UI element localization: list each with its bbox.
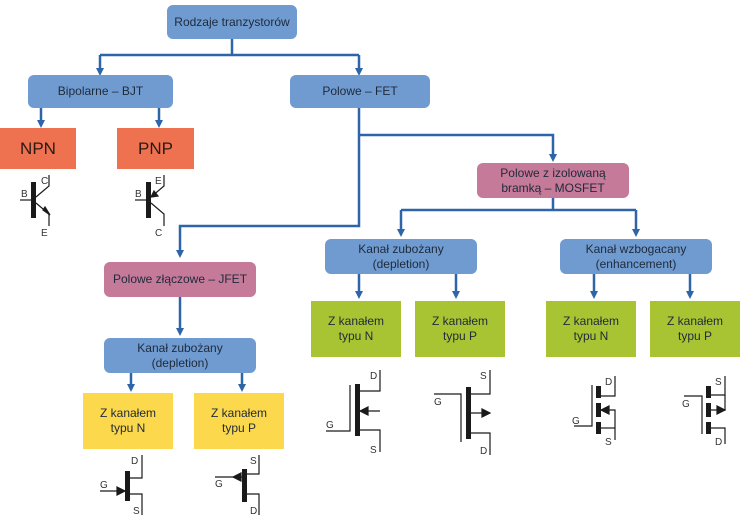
jfet-p-symbol-icon: S G D xyxy=(215,455,260,517)
jfet-p-label-d: D xyxy=(250,506,257,517)
node-jfet-depletion: Kanał zubożany (depletion) xyxy=(104,338,256,373)
mos-dep-p-symbol-icon: S G D xyxy=(434,370,492,457)
jfet-n-label-s: S xyxy=(133,506,140,517)
jfet-n-symbol-icon: D G S xyxy=(100,455,143,517)
node-mos-enh-n: Z kanałem typu N xyxy=(546,301,636,357)
node-bjt: Bipolarne – BJT xyxy=(28,75,173,108)
connector-fet-mosfet xyxy=(359,133,557,162)
jfet-n-label-g: G xyxy=(100,480,108,491)
mos-dep-n-symbol-icon: D G S xyxy=(326,370,381,456)
mos-enh-p-label-s: S xyxy=(715,377,722,388)
node-jfet-p: Z kanałem typu P xyxy=(194,393,284,449)
npn-label-b: B xyxy=(21,189,28,200)
mos-enh-n-label-g: G xyxy=(572,416,580,427)
mos-enh-n-label-d: D xyxy=(605,377,612,388)
pnp-label-b: B xyxy=(135,189,142,200)
node-root: Rodzaje tranzystorów xyxy=(167,5,297,39)
jfet-p-label-s: S xyxy=(250,456,257,467)
node-mos-enhancement: Kanał wzbogacany (enhancement) xyxy=(560,239,712,274)
node-mos-dep-n: Z kanałem typu N xyxy=(311,301,401,357)
node-jfet: Polowe złączowe – JFET xyxy=(104,262,256,297)
node-mosfet: Polowe z izolowaną bramką – MOSFET xyxy=(477,163,629,198)
mos-enh-n-symbol-icon: D G S xyxy=(572,376,616,448)
pnp-label-c: C xyxy=(155,228,162,239)
mos-dep-p-label-s: S xyxy=(480,371,487,382)
symbols: B C E B E C D G S xyxy=(20,175,727,517)
connectors xyxy=(37,38,694,392)
node-jfet-n: Z kanałem typu N xyxy=(83,393,173,449)
mos-dep-n-label-g: G xyxy=(326,420,334,431)
node-mos-enh-p: Z kanałem typu P xyxy=(650,301,740,357)
mos-dep-n-label-d: D xyxy=(370,371,377,382)
mos-dep-n-label-s: S xyxy=(370,445,377,456)
mos-enh-p-symbol-icon: S G D xyxy=(682,376,727,448)
npn-symbol-icon: B C E xyxy=(20,175,51,239)
npn-label-c: C xyxy=(41,176,48,187)
mos-dep-p-label-g: G xyxy=(434,397,442,408)
jfet-p-label-g: G xyxy=(215,479,223,490)
mos-dep-p-label-d: D xyxy=(480,446,487,457)
node-mos-depletion: Kanał zubożany (depletion) xyxy=(325,239,477,274)
pnp-label-e: E xyxy=(155,176,162,187)
npn-label-e: E xyxy=(41,228,48,239)
node-pnp: PNP xyxy=(117,128,194,169)
node-npn: NPN xyxy=(0,128,76,169)
pnp-symbol-icon: B E C xyxy=(135,175,165,239)
node-fet: Polowe – FET xyxy=(290,75,430,108)
mos-enh-n-label-s: S xyxy=(605,437,612,448)
mos-enh-p-label-d: D xyxy=(715,437,722,448)
jfet-n-label-d: D xyxy=(131,456,138,467)
connector-fet-trunk xyxy=(176,108,361,258)
mos-enh-p-label-g: G xyxy=(682,399,690,410)
node-mos-dep-p: Z kanałem typu P xyxy=(415,301,505,357)
